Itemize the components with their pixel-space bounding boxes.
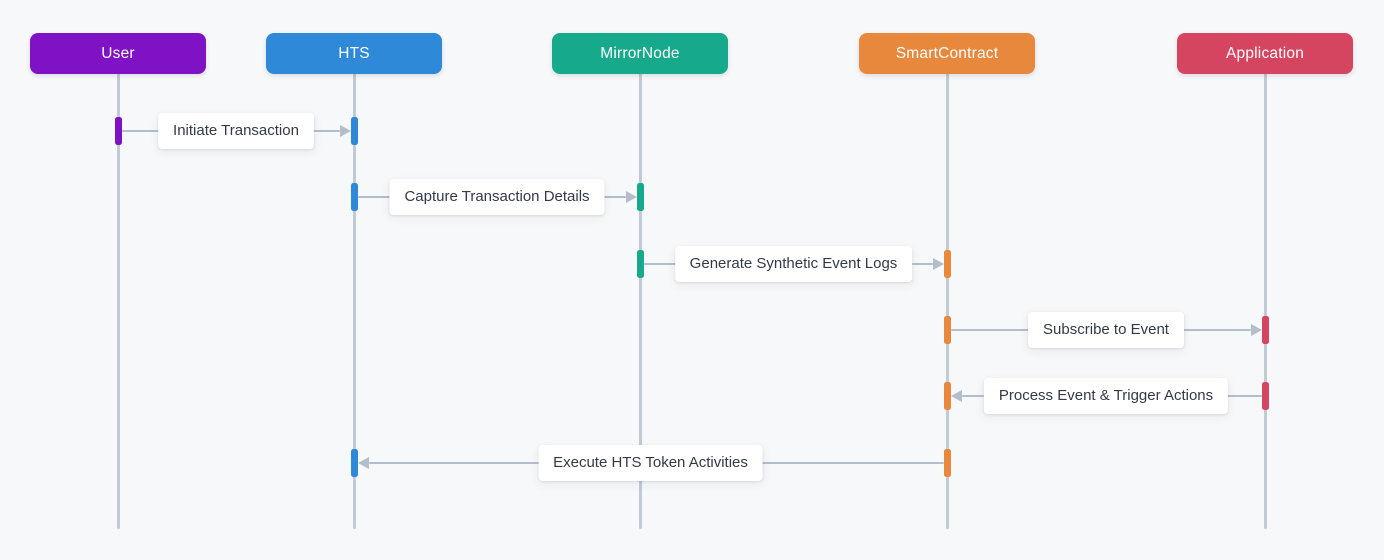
- message-label: Execute HTS Token Activities: [538, 445, 763, 481]
- activation-bar-smartcontract: [943, 316, 951, 344]
- actor-box-hts: HTS: [266, 33, 442, 74]
- activation-bar-application: [1261, 382, 1269, 410]
- message-label: Initiate Transaction: [158, 113, 314, 149]
- message-label: Process Event & Trigger Actions: [983, 378, 1229, 414]
- activation-bar-hts: [350, 117, 358, 145]
- activation-bar-smartcontract: [943, 449, 951, 477]
- activation-bar-mirrornode: [636, 183, 644, 211]
- actor-lifeline-application: [1263, 73, 1267, 529]
- activation-bar-smartcontract: [943, 250, 951, 278]
- actor-lifeline-smartcontract: [945, 73, 949, 529]
- actor-box-user: User: [30, 33, 206, 74]
- message-arrowhead: [625, 191, 637, 203]
- actor-box-mirrornode: MirrorNode: [552, 33, 728, 74]
- actor-lifeline-user: [116, 73, 120, 529]
- actor-lifeline-hts: [352, 73, 356, 529]
- message-arrowhead: [950, 390, 962, 402]
- message-arrowhead: [932, 258, 944, 270]
- actor-lifeline-mirrornode: [638, 73, 642, 529]
- message-arrowhead: [357, 457, 369, 469]
- activation-bar-hts: [350, 183, 358, 211]
- message-arrowhead: [1250, 324, 1262, 336]
- actor-box-application: Application: [1177, 33, 1353, 74]
- activation-bar-smartcontract: [943, 382, 951, 410]
- message-label: Subscribe to Event: [1028, 312, 1184, 348]
- message-label: Capture Transaction Details: [389, 179, 605, 215]
- message-arrowhead: [339, 125, 351, 137]
- actor-box-smartcontract: SmartContract: [859, 33, 1035, 74]
- message-label: Generate Synthetic Event Logs: [674, 246, 913, 282]
- activation-bar-hts: [350, 449, 358, 477]
- activation-bar-application: [1261, 316, 1269, 344]
- activation-bar-user: [114, 117, 122, 145]
- activation-bar-mirrornode: [636, 250, 644, 278]
